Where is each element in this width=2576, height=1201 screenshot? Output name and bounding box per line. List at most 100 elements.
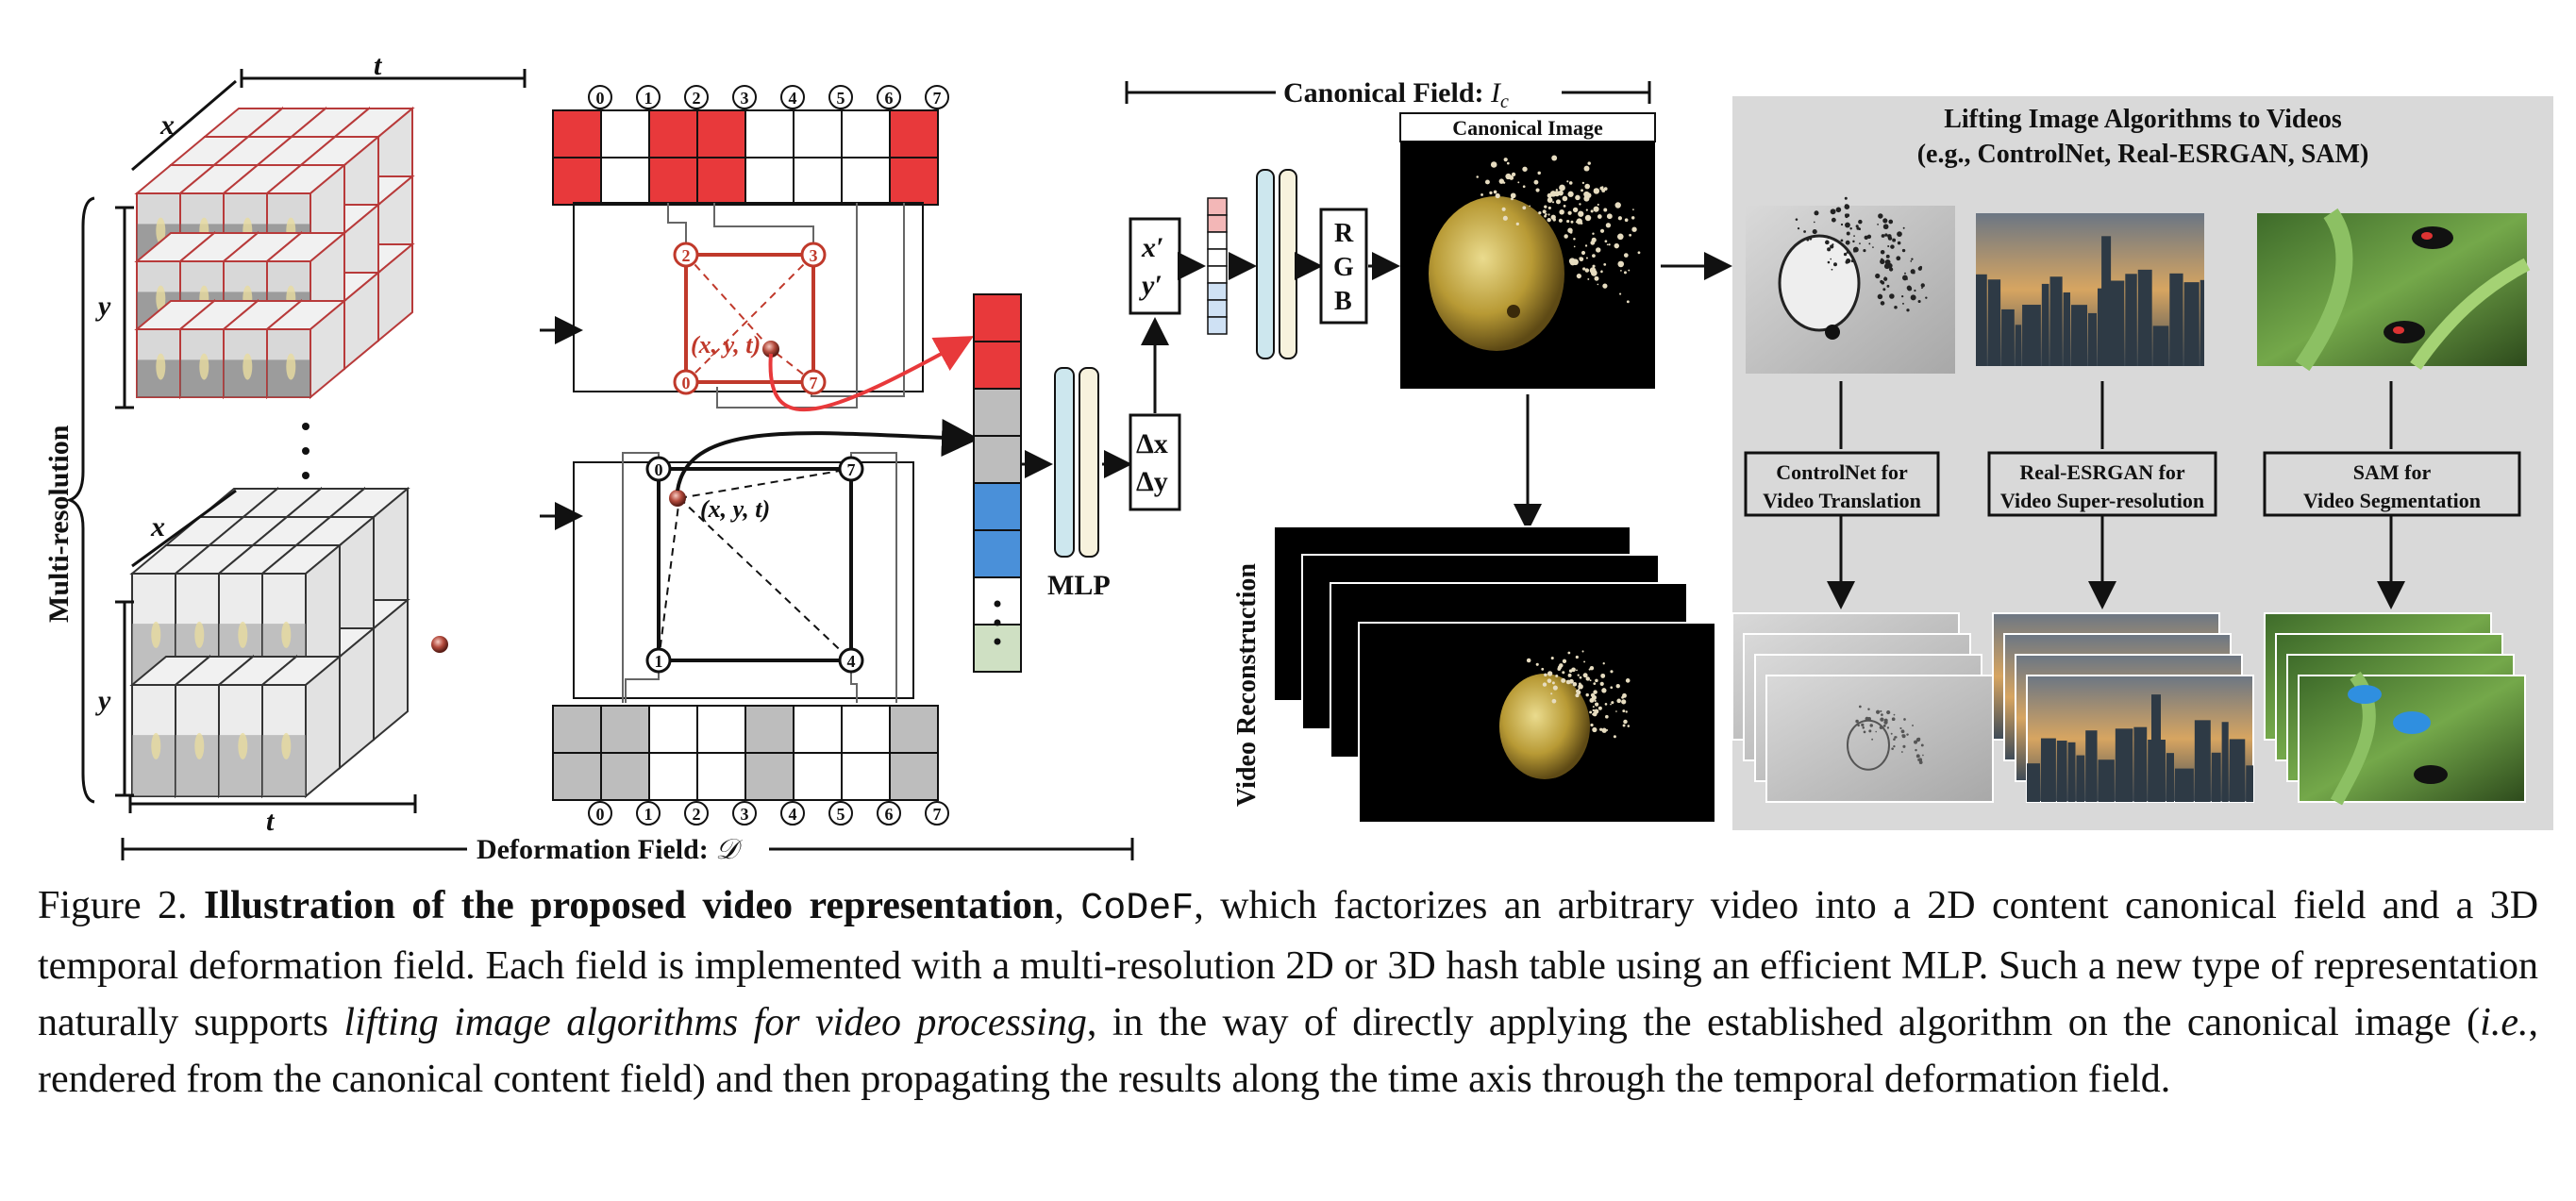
splash-droplet bbox=[1594, 702, 1599, 707]
splash-droplet bbox=[1845, 222, 1850, 228]
hash-table-cell bbox=[889, 109, 939, 158]
splash-droplet bbox=[1579, 257, 1584, 262]
splash-droplet bbox=[1605, 714, 1609, 719]
splash-droplet bbox=[1845, 214, 1848, 219]
splash-droplet bbox=[1891, 747, 1894, 750]
splash-droplet bbox=[1925, 296, 1928, 299]
algorithm-box bbox=[2263, 451, 2521, 517]
splash-droplet bbox=[1592, 712, 1595, 716]
splash-droplet bbox=[1551, 155, 1558, 161]
splash-droplet bbox=[1858, 219, 1863, 225]
splash-droplet bbox=[1547, 197, 1553, 203]
splash-droplet bbox=[1600, 270, 1603, 273]
hash-table-cell bbox=[552, 109, 602, 158]
cell-corner-label: 2 bbox=[682, 246, 691, 265]
splash-droplet bbox=[1604, 703, 1608, 706]
splash-droplet bbox=[1915, 748, 1917, 752]
hash-index-circle bbox=[828, 801, 853, 826]
hash-table-cell bbox=[744, 157, 795, 206]
splash-droplet bbox=[1535, 662, 1539, 666]
splash-droplet bbox=[1601, 186, 1604, 189]
delta-y: Δy bbox=[1136, 466, 1168, 497]
cell-corner-label: 7 bbox=[810, 374, 818, 392]
bottom-sample-point bbox=[669, 490, 686, 507]
splash-droplet bbox=[1875, 273, 1881, 279]
cube-lemon bbox=[238, 732, 248, 759]
splash-droplet bbox=[1502, 215, 1508, 221]
multi-resolution-label: Multi-resolution bbox=[43, 425, 75, 623]
mlp-bar-cream bbox=[1079, 367, 1099, 558]
top-axis-y: y bbox=[95, 291, 111, 322]
splash-droplet bbox=[1529, 205, 1531, 208]
splash-droplet bbox=[1551, 201, 1555, 204]
splash-droplet bbox=[1852, 240, 1855, 243]
sam-output-stack bbox=[2264, 612, 2526, 806]
cube-lemon bbox=[286, 353, 296, 380]
algorithm-box-line1: SAM for bbox=[2353, 460, 2432, 484]
splash-droplet bbox=[1813, 221, 1815, 224]
splash-droplet bbox=[1590, 692, 1596, 697]
splash-droplet bbox=[1593, 206, 1599, 212]
building bbox=[2137, 269, 2152, 366]
splash-droplet bbox=[1594, 699, 1597, 703]
splash-droplet bbox=[1562, 195, 1568, 202]
splash-droplet bbox=[1575, 655, 1579, 659]
multi-resolution-brace bbox=[65, 196, 95, 804]
splash-droplet bbox=[1593, 682, 1597, 685]
splash-droplet bbox=[1877, 224, 1879, 225]
cube-lemon bbox=[281, 621, 292, 648]
splash-droplet bbox=[1858, 705, 1862, 709]
splash-droplet bbox=[1555, 199, 1561, 205]
splash-droplet bbox=[1573, 245, 1576, 248]
hash-index-circle bbox=[877, 801, 901, 826]
rgb-g: G bbox=[1333, 253, 1354, 282]
algorithm-box bbox=[1744, 451, 1940, 517]
splash-droplet bbox=[1901, 734, 1906, 739]
cell-corner-circle bbox=[645, 456, 672, 482]
splash-droplet bbox=[1879, 726, 1883, 729]
bottom-point-label: (x, y, t) bbox=[700, 495, 770, 523]
splash-droplet bbox=[1889, 293, 1895, 299]
canonical-mlp-bar-cream bbox=[1279, 169, 1297, 359]
splash-droplet bbox=[1484, 179, 1490, 185]
splash-droplet bbox=[1918, 760, 1923, 764]
splash-droplet bbox=[1884, 233, 1888, 237]
top-cell-frame bbox=[573, 202, 924, 409]
splash-droplet bbox=[1570, 220, 1574, 224]
splash-droplet bbox=[1578, 210, 1582, 215]
splash-droplet bbox=[1614, 202, 1621, 209]
splash-droplet bbox=[1830, 209, 1836, 215]
cell-corner-label: 1 bbox=[655, 652, 663, 671]
canonical-feature-vector bbox=[1207, 197, 1228, 335]
splash-droplet bbox=[1855, 225, 1859, 228]
cell-corner-circle bbox=[838, 456, 864, 482]
splash-droplet bbox=[1887, 244, 1890, 247]
output-blue-butterfly bbox=[2348, 685, 2382, 704]
building bbox=[2071, 305, 2088, 366]
hash-table-cell bbox=[841, 752, 891, 801]
splash-droplet bbox=[1881, 258, 1883, 261]
hash-index-label: 3 bbox=[741, 89, 749, 108]
splash-droplet bbox=[1631, 226, 1637, 232]
splash-droplet bbox=[1552, 685, 1558, 691]
top-grid-axes bbox=[115, 69, 527, 409]
building bbox=[2174, 768, 2194, 802]
splash-droplet bbox=[1858, 227, 1862, 230]
splash-droplet bbox=[1846, 251, 1849, 254]
splash-droplet bbox=[1901, 275, 1908, 281]
canonical-vector-cell bbox=[1207, 231, 1228, 250]
splash-droplet bbox=[1907, 286, 1913, 292]
splash-droplet bbox=[1480, 193, 1483, 196]
cube-lemon bbox=[151, 621, 161, 648]
bottom-axis-x: x bbox=[150, 511, 165, 542]
splash-droplet bbox=[1567, 210, 1572, 215]
splash-droplet bbox=[1503, 158, 1508, 162]
lifting-title-line1: Lifting Image Algorithms to Videos bbox=[1944, 105, 2342, 134]
splash-droplet bbox=[1501, 207, 1506, 211]
deformation-field-title: Deformation Field: 𝒟 bbox=[477, 834, 743, 865]
splash-droplet bbox=[1517, 181, 1520, 184]
cube-lemon bbox=[151, 732, 161, 759]
building bbox=[2049, 276, 2063, 366]
caption-code: CoDeF bbox=[1080, 888, 1195, 930]
canonical-image-title: Canonical Image bbox=[1452, 116, 1603, 140]
